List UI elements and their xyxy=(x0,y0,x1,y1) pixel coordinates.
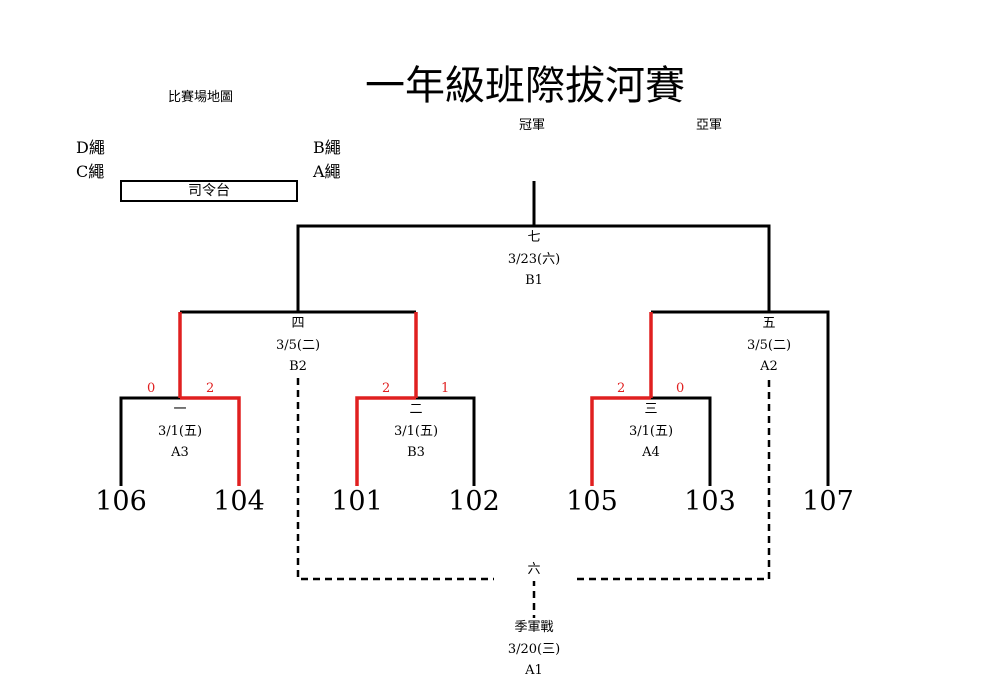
champion-label: 冠軍 xyxy=(519,118,546,133)
match-1-info: 一 3/1(五) A3 xyxy=(140,399,220,464)
match-4-rope: B2 xyxy=(289,359,307,374)
rope-c-label: C繩 xyxy=(76,162,105,181)
team-106: 106 xyxy=(95,486,147,517)
match-2-rope: B3 xyxy=(407,445,425,460)
page-title: 一年級班際拔河賽 xyxy=(365,63,685,109)
match-3-rope: A4 xyxy=(642,445,660,460)
match-2-loser-line xyxy=(416,396,476,486)
rope-b-label: B繩 xyxy=(313,138,341,157)
match-2-score-right: 1 xyxy=(441,381,450,396)
team-103: 103 xyxy=(684,486,736,517)
match-7-label: 七 xyxy=(527,230,541,245)
match-2-date: 3/1(五) xyxy=(393,423,439,439)
venue-map-label: 比賽場地圖 xyxy=(168,90,234,105)
team-107: 107 xyxy=(802,486,854,517)
match-2-label: 二 xyxy=(409,402,423,417)
match-3-loser-line xyxy=(651,396,712,486)
match-1-rope: A3 xyxy=(171,445,189,460)
match-7-rope: B1 xyxy=(525,273,543,288)
match-3-winner-line xyxy=(590,396,651,486)
match-5-label: 五 xyxy=(762,316,776,331)
match-5-bracket-line xyxy=(651,310,830,486)
team-104: 104 xyxy=(213,486,265,517)
team-102: 102 xyxy=(448,486,500,517)
match-2-score-left: 2 xyxy=(382,381,391,396)
rope-d-label: D繩 xyxy=(76,138,105,157)
match-3-score-left: 2 xyxy=(617,381,626,396)
match-4-info: 四 3/5(二) B2 xyxy=(258,313,338,378)
match-1-loser-line xyxy=(119,396,180,486)
third-place-label: 季軍戰 xyxy=(514,620,554,635)
third-place-rope: A1 xyxy=(525,663,543,678)
match-3-info: 三 3/1(五) A4 xyxy=(611,399,691,464)
match-7-date: 3/23(六) xyxy=(507,251,561,267)
third-place-info: 季軍戰 3/20(三) A1 xyxy=(484,617,584,682)
rope-a-label: A繩 xyxy=(313,162,341,181)
match-4-label: 四 xyxy=(291,316,305,331)
match-1-winner-line xyxy=(180,396,241,486)
third-place-bracket-line xyxy=(296,378,771,581)
match-6-label: 六 xyxy=(494,559,574,581)
team-101: 101 xyxy=(331,486,383,517)
match-5-date: 3/5(二) xyxy=(746,337,792,353)
match-1-date: 3/1(五) xyxy=(157,423,203,439)
match-1-score-right: 2 xyxy=(206,381,215,396)
runner-up-label: 亞軍 xyxy=(696,118,723,133)
stage-box: 司令台 xyxy=(120,180,298,202)
match-3-label: 三 xyxy=(644,402,658,417)
match-1-label: 一 xyxy=(173,402,187,417)
match-3-date: 3/1(五) xyxy=(628,423,674,439)
team-105: 105 xyxy=(566,486,618,517)
match-2-winner-line xyxy=(355,396,416,486)
match-1-score-left: 0 xyxy=(147,381,156,396)
third-place-date: 3/20(三) xyxy=(507,641,561,657)
match-5-rope: A2 xyxy=(760,359,778,374)
match-4-date: 3/5(二) xyxy=(275,337,321,353)
match-5-info: 五 3/5(二) A2 xyxy=(729,313,809,378)
match-7-info: 七 3/23(六) B1 xyxy=(494,227,574,292)
match-2-info: 二 3/1(五) B3 xyxy=(376,399,456,464)
match-3-score-right: 0 xyxy=(676,381,685,396)
